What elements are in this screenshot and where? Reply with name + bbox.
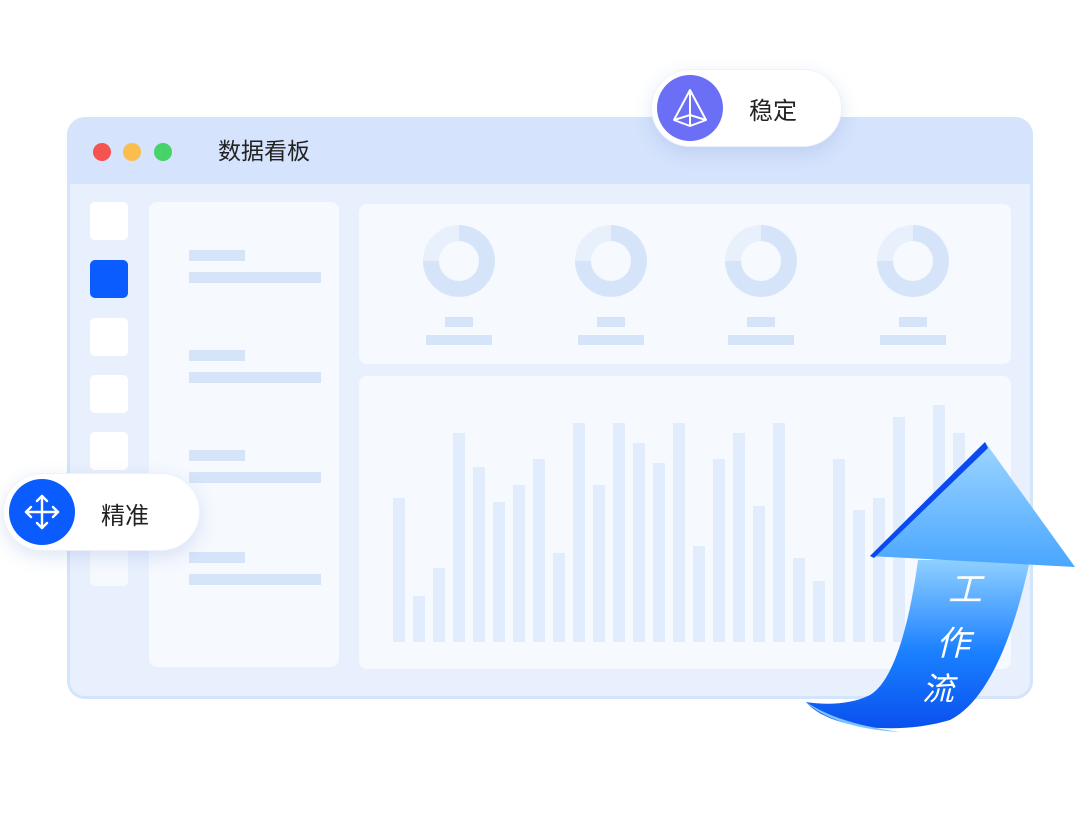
chart-bar bbox=[633, 442, 645, 642]
chart-bar bbox=[753, 505, 765, 642]
donut-chart bbox=[877, 225, 949, 297]
chart-bar bbox=[833, 459, 845, 642]
chart-bar bbox=[473, 467, 485, 642]
list-item-line bbox=[189, 272, 321, 283]
donut-label bbox=[880, 335, 946, 345]
move-arrows-icon bbox=[9, 479, 75, 545]
chart-bar bbox=[413, 596, 425, 642]
stable-label: 稳定 bbox=[749, 97, 797, 125]
sidebar-item[interactable] bbox=[90, 260, 128, 298]
minimize-dot[interactable] bbox=[123, 143, 141, 161]
donut-value bbox=[597, 317, 625, 327]
stable-badge: 稳定 bbox=[651, 69, 842, 147]
chart-bar bbox=[673, 423, 685, 642]
donut-label bbox=[426, 335, 492, 345]
list-item-title bbox=[189, 450, 245, 461]
sidebar-item[interactable] bbox=[90, 432, 128, 470]
chart-bar bbox=[693, 546, 705, 642]
sidebar-item[interactable] bbox=[90, 548, 128, 586]
close-dot[interactable] bbox=[93, 143, 111, 161]
list-item-line bbox=[189, 472, 321, 483]
chart-bar bbox=[553, 553, 565, 642]
chart-bar bbox=[873, 497, 885, 642]
prism-icon bbox=[657, 75, 723, 141]
precise-label: 精准 bbox=[101, 502, 149, 530]
list-panel bbox=[149, 202, 339, 667]
chart-bar bbox=[813, 581, 825, 642]
arrow-label-3: 流 bbox=[922, 670, 955, 708]
arrow-label-2: 作 bbox=[936, 624, 970, 664]
chart-bar bbox=[793, 557, 805, 642]
chart-bar bbox=[453, 432, 465, 642]
donut-chart bbox=[725, 225, 797, 297]
chart-bar bbox=[653, 463, 665, 642]
sidebar-item[interactable] bbox=[90, 375, 128, 413]
chart-bar bbox=[713, 459, 725, 642]
chart-bar bbox=[573, 423, 585, 642]
sidebar-item[interactable] bbox=[90, 202, 128, 240]
list-item-title bbox=[189, 250, 245, 261]
donut-chart bbox=[575, 225, 647, 297]
chart-bar bbox=[613, 423, 625, 642]
sidebar-item[interactable] bbox=[90, 318, 128, 356]
chart-bar bbox=[853, 509, 865, 642]
donut-label bbox=[578, 335, 644, 345]
donut-card bbox=[359, 204, 1011, 364]
list-item-title bbox=[189, 552, 245, 563]
chart-bar bbox=[393, 497, 405, 642]
chart-bar bbox=[533, 459, 545, 642]
list-item-line bbox=[189, 574, 321, 585]
donut-label bbox=[728, 335, 794, 345]
list-item-title bbox=[189, 350, 245, 361]
title-bar: 数据看板 bbox=[70, 120, 1030, 184]
donut-value bbox=[899, 317, 927, 327]
donut-value bbox=[445, 317, 473, 327]
chart-bar bbox=[773, 423, 785, 642]
maximize-dot[interactable] bbox=[154, 143, 172, 161]
chart-bar bbox=[513, 485, 525, 642]
chart-bar bbox=[433, 568, 445, 642]
precise-badge: 精准 bbox=[3, 473, 200, 551]
chart-bar bbox=[493, 501, 505, 642]
window-title: 数据看板 bbox=[218, 139, 310, 165]
chart-bar bbox=[593, 485, 605, 642]
workflow-arrow-icon bbox=[806, 442, 1075, 732]
donut-chart bbox=[423, 225, 495, 297]
donut-value bbox=[747, 317, 775, 327]
arrow-label-1: 工 bbox=[948, 570, 982, 610]
chart-bar bbox=[733, 432, 745, 642]
list-item-line bbox=[189, 372, 321, 383]
